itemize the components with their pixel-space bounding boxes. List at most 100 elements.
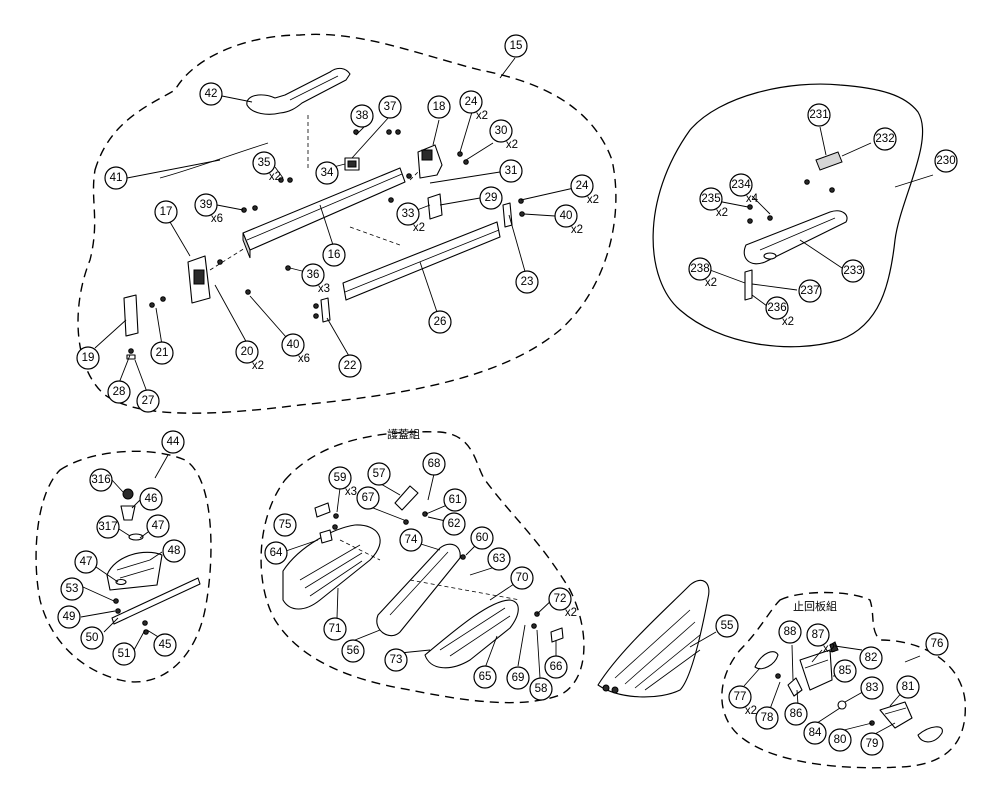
callout-number: 61 [449, 494, 462, 506]
callout-27: 27 [136, 389, 160, 413]
kickback-parts [754, 641, 943, 743]
callout-circle [459, 90, 483, 114]
callout-number: 235 [701, 193, 720, 205]
callout-34: 34 [315, 161, 339, 185]
guard-assembly-outline [260, 431, 585, 704]
callout-circle [74, 550, 98, 574]
callout-28: 28 [107, 380, 131, 404]
callout-37: 37 [378, 95, 402, 119]
callout-number: 82 [865, 652, 878, 664]
callout-circle [96, 515, 120, 539]
callout-circle [378, 95, 402, 119]
callout-68: 68 [422, 452, 446, 476]
kickback-assembly-outline [721, 591, 966, 769]
callout-circle [161, 430, 185, 454]
callout-quantity: x2 [782, 316, 794, 328]
callout-circle [479, 186, 503, 210]
callout-67: 67 [356, 486, 380, 510]
callout-number: 39 [200, 199, 213, 211]
callout-circle [104, 166, 128, 190]
callout-number: 232 [875, 133, 894, 145]
callout-number: 81 [902, 681, 915, 693]
callout-circle [80, 626, 104, 650]
callout-number: 45 [159, 639, 172, 651]
callout-17: 17 [154, 200, 178, 224]
callout-49: 49 [57, 605, 81, 629]
callout-number: 86 [790, 708, 803, 720]
callout-number: 24 [576, 180, 589, 192]
callout-circle [396, 202, 420, 226]
callout-number: 35 [258, 157, 271, 169]
callout-circle [442, 512, 466, 536]
callout-circle [803, 721, 827, 745]
callout-number: 40 [560, 210, 573, 222]
callout-circle [150, 341, 174, 365]
callout-circle [504, 34, 528, 58]
callout-number: 47 [152, 520, 165, 532]
callout-50: 50 [80, 626, 104, 650]
callout-47: 47 [74, 550, 98, 574]
callout-number: 38 [356, 110, 369, 122]
callout-60: 60 [470, 526, 494, 550]
callout-circle [301, 263, 325, 287]
callout-number: 79 [866, 738, 879, 750]
callout-82: 82 [859, 646, 883, 670]
callout-circle [729, 173, 753, 197]
callout-number: 17 [160, 206, 173, 218]
callout-29: 29 [479, 186, 503, 210]
callout-number: 238 [690, 263, 709, 275]
callout-15: 15 [504, 34, 528, 58]
callout-number: 68 [428, 458, 441, 470]
callout-number: 47 [80, 556, 93, 568]
callout-circle [57, 605, 81, 629]
callout-circle [570, 174, 594, 198]
callout-73: 73 [384, 648, 408, 672]
callout-number: 42 [205, 88, 218, 100]
callout-58: 58 [529, 677, 553, 701]
callout-number: 24 [465, 96, 478, 108]
callout-76: 76 [925, 632, 949, 656]
assembled-guard [597, 579, 710, 698]
callout-circle [896, 675, 920, 699]
callout-circle [199, 82, 223, 106]
callout-number: 88 [784, 626, 797, 638]
callout-circle [341, 639, 365, 663]
callout-45: 45 [153, 633, 177, 657]
callout-66: 66 [544, 655, 568, 679]
callout-number: 44 [167, 436, 180, 448]
callout-circle [153, 633, 177, 657]
callout-circle [489, 119, 513, 143]
callout-circle [934, 149, 958, 173]
callout-number: 236 [767, 302, 786, 314]
callout-61: 61 [443, 488, 467, 512]
callout-circle [264, 541, 288, 565]
callout-circle [136, 389, 160, 413]
callout-19: 19 [76, 346, 100, 370]
callout-number: 231 [809, 109, 828, 121]
callout-86: 86 [784, 702, 808, 726]
callout-circle [487, 547, 511, 571]
callout-number: 233 [843, 265, 862, 277]
callout-circle [384, 648, 408, 672]
callout-number: 73 [390, 654, 403, 666]
callout-231: 231 [807, 103, 831, 127]
callout-number: 63 [493, 553, 506, 565]
callout-number: 74 [405, 534, 418, 546]
callout-circle [755, 706, 779, 730]
callout-16: 16 [322, 243, 346, 267]
callout-circle [154, 200, 178, 224]
callout-75: 75 [273, 513, 297, 537]
callout-quantity: x6 [211, 213, 223, 225]
callout-quantity: x2 [506, 139, 518, 151]
callout-number: 23 [521, 276, 534, 288]
callout-quantity: x2 [565, 607, 577, 619]
callout-number: 16 [328, 249, 341, 261]
callout-number: 26 [434, 316, 447, 328]
